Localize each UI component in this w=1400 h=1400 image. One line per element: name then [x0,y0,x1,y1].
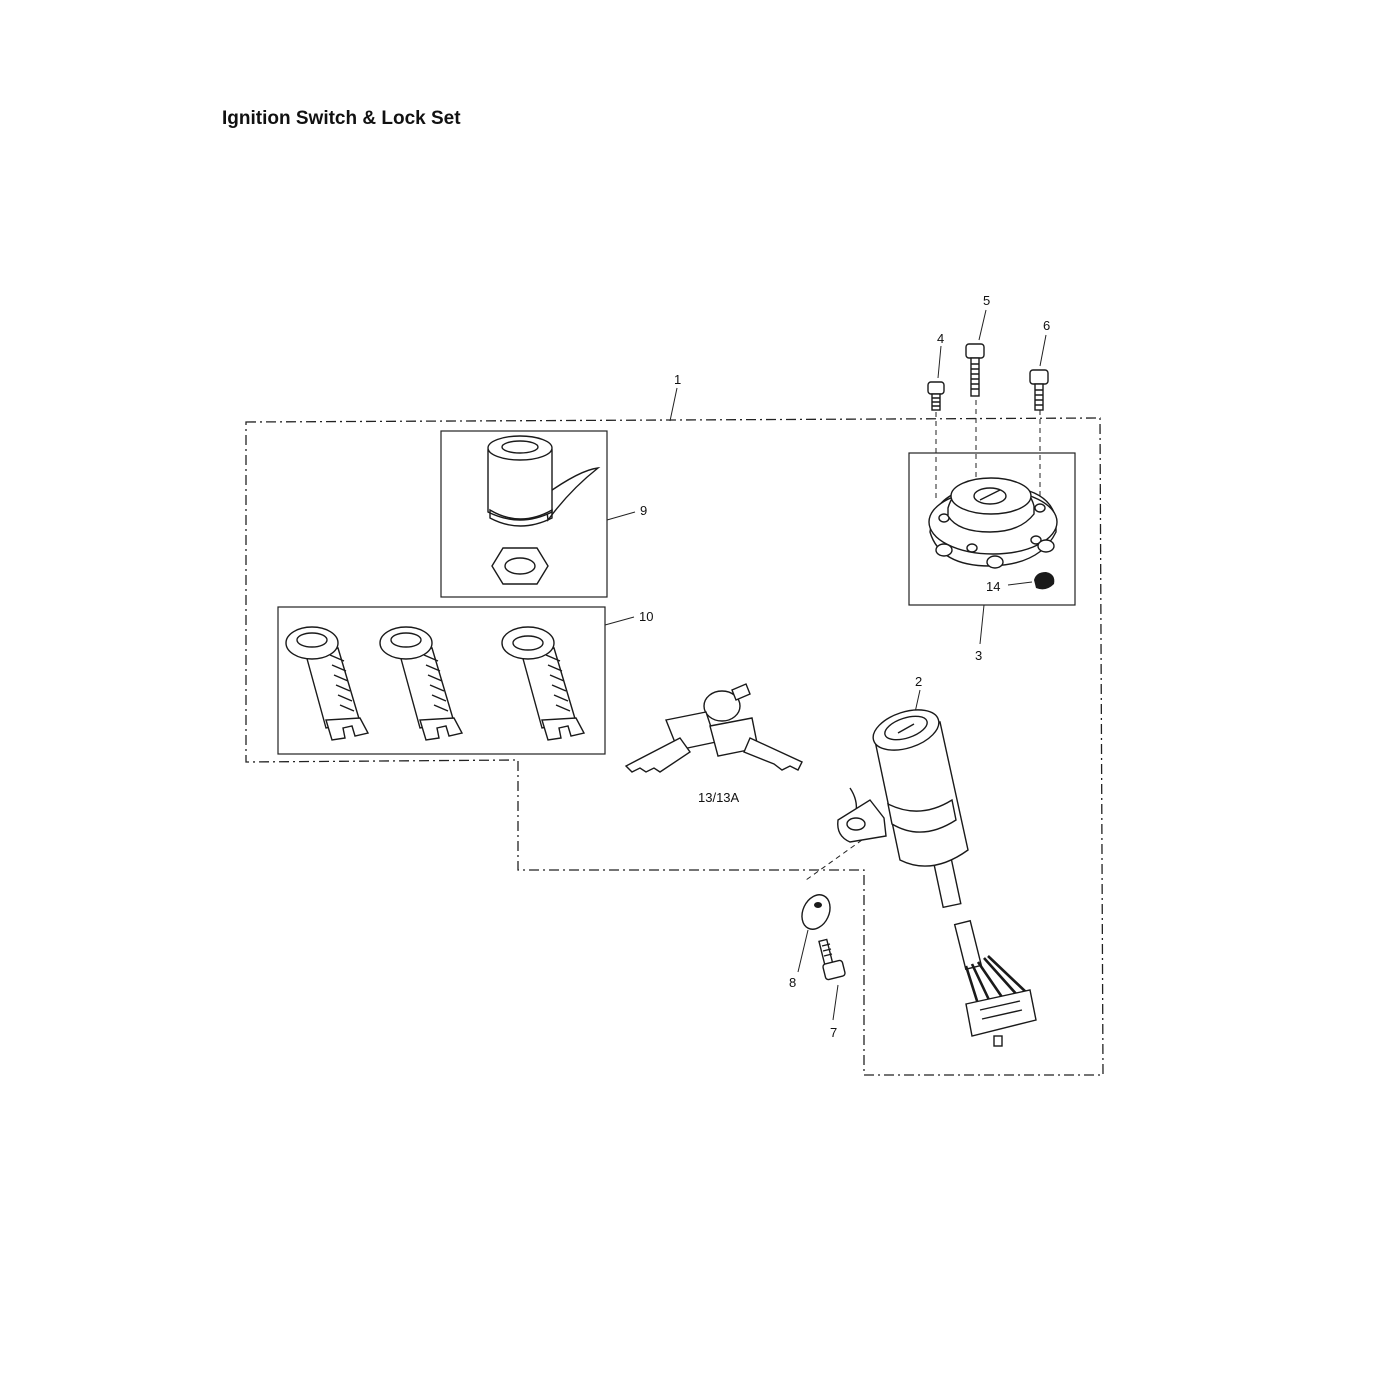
lock-barrel-icon [487,435,601,527]
washer-icon [801,894,831,930]
callout-6: 6 [1043,318,1050,333]
fuel-cap-lock-icon [928,477,1058,569]
ignition-switch-icon [837,709,969,909]
callout-9: 9 [640,503,647,518]
hex-nut-icon [491,547,549,585]
screw-icon [965,343,985,397]
callout-5: 5 [983,293,990,308]
rubber-plug-icon [1034,572,1055,590]
callout-7: 7 [830,1025,837,1040]
callout-13-13a: 13/13A [698,790,740,805]
screw-icon [927,381,945,411]
box-item-10 [277,606,606,755]
screw-icon [1029,369,1049,411]
leader-lines [604,309,1047,1021]
keys-icon [624,683,803,773]
callout-14: 14 [986,579,1000,594]
box-item-9 [440,430,608,598]
page-title: Ignition Switch & Lock Set [222,108,461,129]
lock-cylinder-icon [501,626,586,741]
callout-3: 3 [975,648,982,663]
callout-4: 4 [937,331,944,346]
lock-cylinder-icon [379,626,464,741]
lock-cylinder-icon [285,626,370,741]
assembly-outline [245,417,1104,1076]
box-item-3 [908,452,1076,606]
small-screw-icon [818,938,846,981]
callout-10: 10 [639,609,653,624]
callout-2: 2 [915,674,922,689]
wiring-connector-icon [953,919,1037,1047]
callout-labels: 1 2 3 4 5 6 7 8 9 10 13/13A 14 [639,293,1050,1040]
callout-1: 1 [674,372,681,387]
callout-8: 8 [789,975,796,990]
